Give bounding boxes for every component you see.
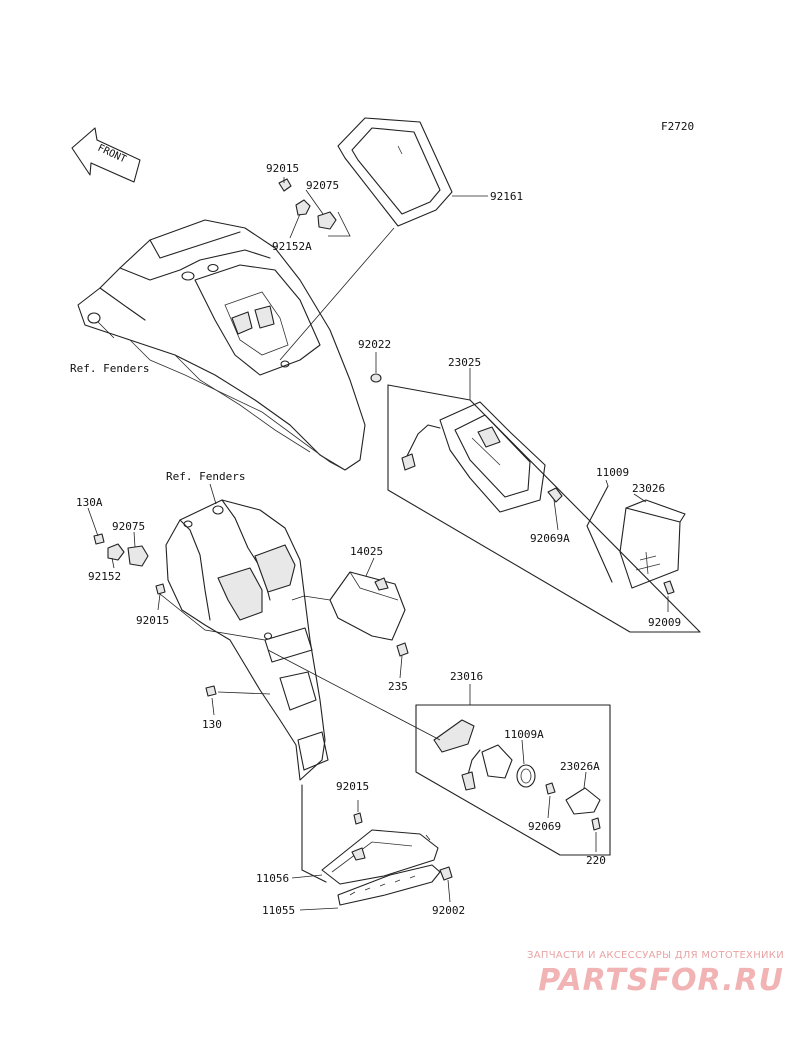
hardware-lower-left xyxy=(93,533,217,697)
part-label: 11055 xyxy=(262,904,295,917)
ref-label-upper: Ref. Fenders xyxy=(70,362,149,375)
part-label: 92069 xyxy=(528,820,561,833)
license-light-23016 xyxy=(415,704,611,856)
part-label: 220 xyxy=(586,854,606,867)
lens-23026 xyxy=(586,485,686,595)
watermark: ЗАПЧАСТИ И АКСЕССУАРЫ ДЛЯ МОТОТЕХНИКИ PA… xyxy=(484,950,784,998)
part-label: 92015 xyxy=(266,162,299,175)
part-label: 23026 xyxy=(632,482,665,495)
hardware-upper xyxy=(278,178,382,383)
part-label: 92161 xyxy=(490,190,523,203)
part-label: 23026A xyxy=(560,760,600,773)
part-label: 23025 xyxy=(448,356,481,369)
part-label: 14025 xyxy=(350,545,383,558)
reflector-92161 xyxy=(337,117,453,227)
part-label: 11009 xyxy=(596,466,629,479)
part-label: 92009 xyxy=(648,616,681,629)
license-bracket xyxy=(301,784,453,906)
part-label: 92075 xyxy=(306,179,339,192)
cover-14025 xyxy=(329,571,409,657)
part-label: 92015 xyxy=(336,780,369,793)
part-label: 130A xyxy=(76,496,103,509)
part-label: 92022 xyxy=(358,338,391,351)
part-label: 92069A xyxy=(530,532,570,545)
part-label: 92015 xyxy=(136,614,169,627)
tail-light-23025 xyxy=(387,384,701,633)
upper-rear-fender xyxy=(77,219,366,471)
figure-code: F2720 xyxy=(661,120,694,133)
part-label: 11056 xyxy=(256,872,289,885)
part-label: 23016 xyxy=(450,670,483,683)
part-label: 92002 xyxy=(432,904,465,917)
watermark-logo: PARTSFOR.RU xyxy=(538,963,784,998)
lower-rear-fender xyxy=(165,499,329,781)
leader-lines xyxy=(87,177,669,911)
ref-label-lower: Ref. Fenders xyxy=(166,470,245,483)
labels: F2720 Ref. Fenders Ref. Fenders 92015 92… xyxy=(70,120,694,917)
watermark-tagline: ЗАПЧАСТИ И АКСЕССУАРЫ ДЛЯ МОТОТЕХНИКИ xyxy=(527,950,784,961)
part-label: 11009A xyxy=(504,728,544,741)
part-label: 92152 xyxy=(88,570,121,583)
part-label: 235 xyxy=(388,680,408,693)
front-arrow-label: FRONT xyxy=(96,143,128,166)
part-label: 92075 xyxy=(112,520,145,533)
part-label: 92152A xyxy=(272,240,312,253)
front-arrow-icon: FRONT xyxy=(71,127,141,183)
part-label: 130 xyxy=(202,718,222,731)
